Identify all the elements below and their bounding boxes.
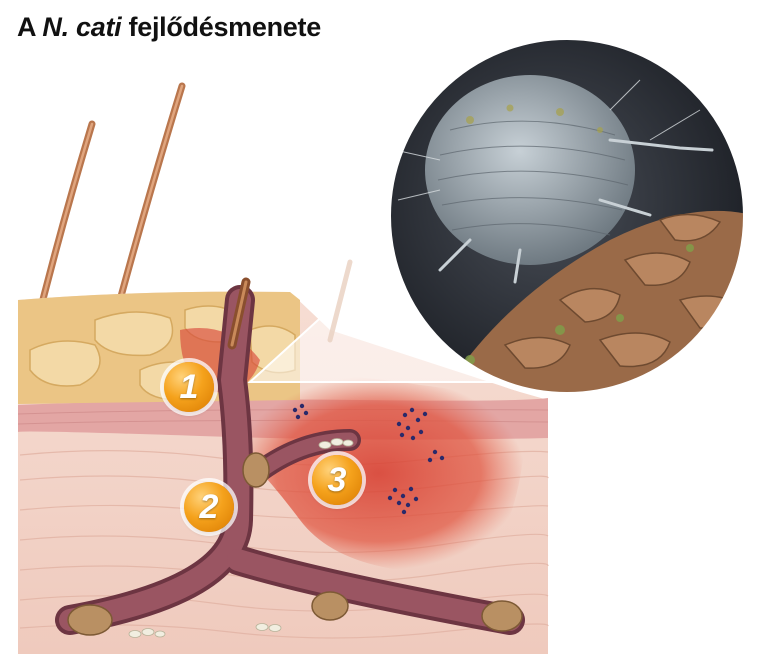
mite-micrograph xyxy=(385,34,752,398)
step-marker-1: 1 xyxy=(164,362,214,412)
step-marker-3: 3 xyxy=(312,455,362,505)
step-marker-2: 2 xyxy=(184,482,234,532)
